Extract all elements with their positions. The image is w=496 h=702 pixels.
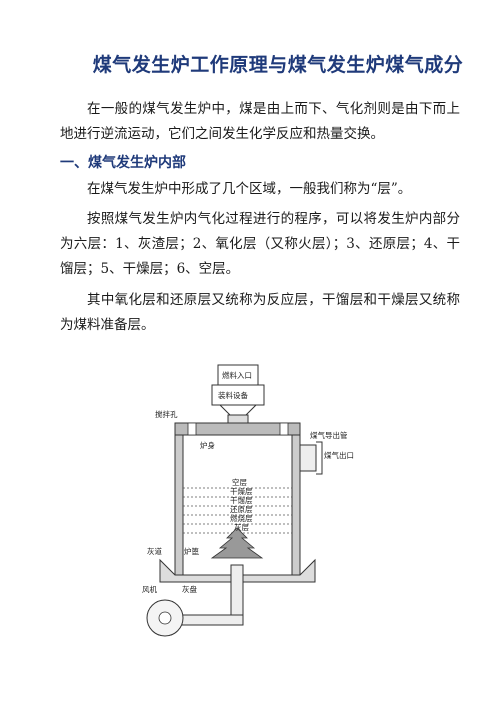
paragraph-reaction-layers: 其中氧化层和还原层又统称为反应层，干馏层和干燥层又统称为煤料准备层。 (60, 292, 460, 333)
hopper-neck (219, 404, 257, 416)
grate-cone (210, 527, 264, 559)
paragraph-six-layers: 按照煤气发生炉内气化过程进行的程序，可以将发生炉内部分为六层：1、灰渣层；2、氧… (60, 211, 460, 277)
stir-hole-right (279, 422, 289, 436)
label-fan: 风机 (142, 584, 157, 594)
label-ash-pan: 灰盘 (182, 584, 197, 594)
label-layer-empty: 空层 (232, 477, 247, 487)
intro-paragraph: 在一般的煤气发生炉中，煤是由上而下、气化剂则是由下而上地进行逆流运动，它们之间发… (60, 101, 460, 142)
label-layer-reduce: 还原层 (230, 504, 253, 514)
page-title: 煤气发生炉工作原理与煤气发生炉煤气成分 (92, 54, 464, 76)
label-feeder: 装料设备 (218, 390, 248, 400)
label-fuel-inlet: 燃料入口 (222, 370, 252, 380)
air-pipe-horizontal (181, 614, 244, 626)
label-ash-channel: 灰道 (147, 546, 162, 556)
furnace-wall-left (174, 434, 184, 576)
section-heading-1: 一、煤气发生炉内部 (60, 155, 186, 171)
label-layer-dry: 干燥层 (230, 487, 253, 496)
label-furnace-body: 炉身 (200, 440, 215, 450)
feeder-box (211, 384, 265, 406)
label-gas-outlet: 煤气出口 (324, 450, 354, 460)
gasifier-diagram: 燃料入口 装料设备 搅拌孔 煤气导出管 煤气出口 炉身 空层 干燥层 干馏层 还… (142, 364, 354, 637)
label-layer-ash: 灰层 (234, 522, 249, 532)
label-layer-burn: 燃烧层 (230, 513, 253, 523)
feed-chute (227, 414, 249, 424)
furnace-wall-right (291, 434, 301, 576)
stir-hole-left (187, 422, 197, 436)
label-layer-distill: 干馏层 (230, 495, 253, 505)
label-grate: 炉篦 (184, 546, 199, 556)
label-gas-pipe: 煤气导出管 (310, 430, 348, 440)
ash-pan (159, 558, 316, 583)
paragraph-layers: 在煤气发生炉中形成了几个区域，一般我们称为“层”。 (87, 181, 412, 197)
label-stir-hole: 搅拌孔 (155, 409, 178, 419)
furnace-top (174, 422, 301, 436)
gas-outlet-flange (316, 441, 323, 475)
fan-hub (158, 611, 172, 625)
gas-outlet-pipe (299, 444, 317, 472)
